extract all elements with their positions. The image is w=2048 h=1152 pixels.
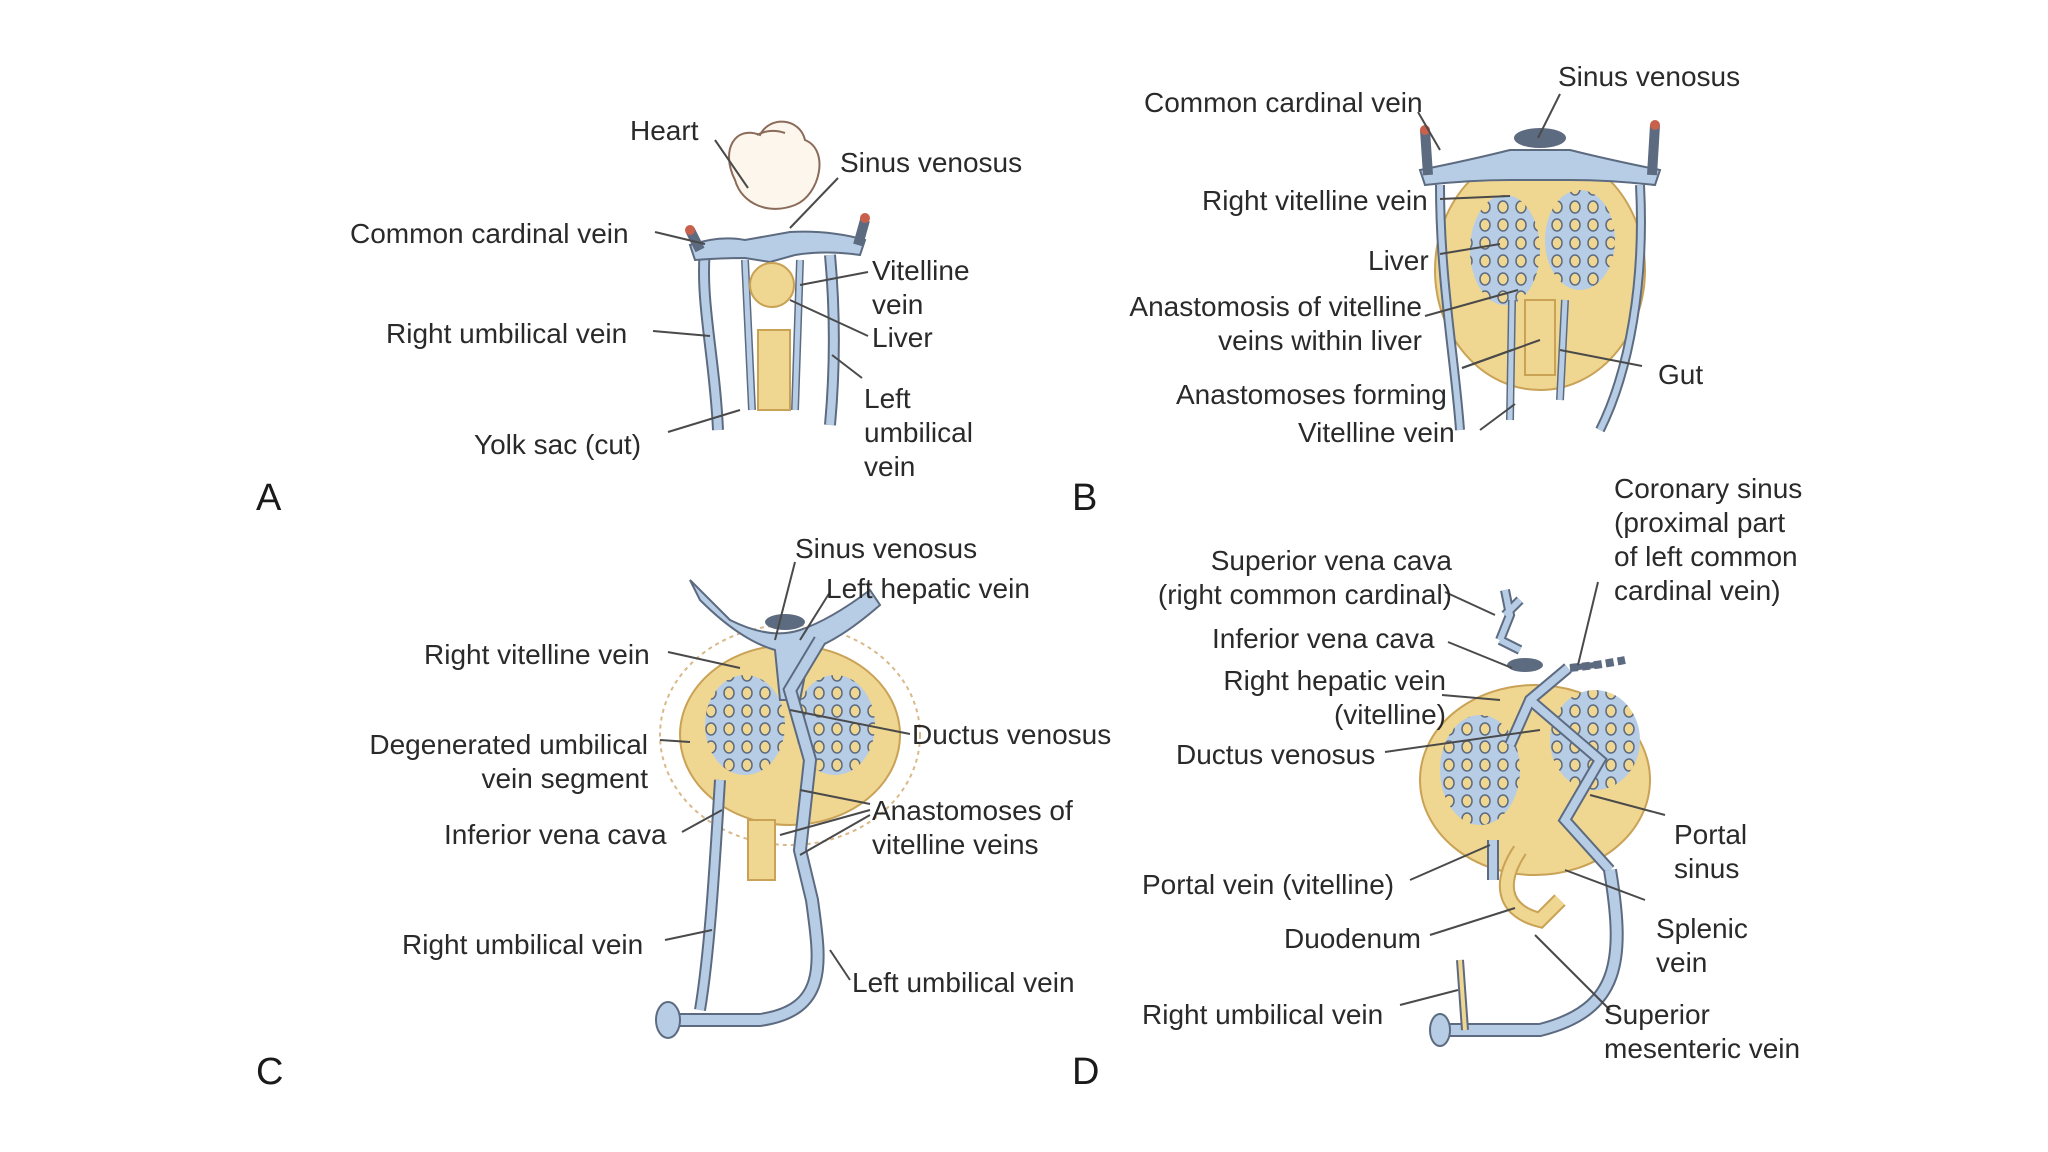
label-a-vitelline-vein: Vitelline vein [872,255,970,320]
label-b-vitelline-vein: Vitelline vein [1298,417,1455,448]
label-d-superior-vena-cava: Superior vena cava (right common cardina… [1157,545,1452,610]
label-c-degenerated-segment: Degenerated umbilical vein segment [369,729,648,794]
label-d-duodenum: Duodenum [1284,923,1421,954]
label-d-superior-mesenteric-vein: Superior mesenteric vein [1604,999,1801,1064]
label-c-right-vitelline-vein: Right vitelline vein [424,639,650,670]
label-a-heart: Heart [630,115,699,146]
label-d-ductus-venosus: Ductus venosus [1176,739,1376,770]
panel-letter-b: B [1072,477,1098,519]
label-d-splenic-vein: Splenic vein [1656,913,1748,978]
label-c-inferior-vena-cava: Inferior vena cava [444,819,667,850]
label-a-common-cardinal-vein: Common cardinal vein [350,218,629,249]
label-b-gut: Gut [1658,359,1704,390]
label-c-left-hepatic-vein: Left hepatic vein [826,573,1030,604]
label-c-sinus-venosus: Sinus venosus [795,533,978,564]
label-a-yolk-sac: Yolk sac (cut) [474,429,642,460]
panel-letter-a: A [256,477,282,519]
panel-letter-d: D [1072,1051,1100,1093]
panel-d-art [1419,589,1651,1047]
leader-lines [652,93,1666,1011]
label-b-common-cardinal-vein: Common cardinal vein [1144,87,1423,118]
label-b-anastomosis: Anastomosis of vitelline veins within li… [1129,291,1422,356]
label-b-right-vitelline-vein: Right vitelline vein [1202,185,1428,216]
panel-c-art [655,579,921,1039]
label-a-sinus-venosus: Sinus venosus [840,147,1023,178]
panel-letter-c: C [256,1051,284,1093]
label-c-anastomoses: Anastomoses of vitelline veins [872,795,1073,860]
panel-b-art [1418,120,1662,433]
label-d-right-umbilical-vein: Right umbilical vein [1142,999,1384,1030]
label-b-liver: Liver [1368,245,1429,276]
label-d-coronary-sinus: Coronary sinus (proximal part of left co… [1614,473,1803,606]
label-b-anastomoses-forming: Anastomoses forming [1176,379,1447,410]
label-d-portal-sinus: Portal sinus [1674,819,1748,884]
label-d-inferior-vena-cava: Inferior vena cava [1212,623,1435,654]
panel-a-art [685,120,870,431]
label-d-right-hepatic-vein: Right hepatic vein (vitelline) [1223,665,1446,730]
label-a-right-umbilical-vein: Right umbilical vein [386,318,628,349]
label-a-liver: Liver [872,322,933,353]
label-a-left-umbilical-vein: Left umbilical vein [864,383,973,482]
label-c-left-umbilical-vein: Left umbilical vein [852,967,1075,998]
label-d-portal-vein: Portal vein (vitelline) [1142,869,1395,900]
label-c-ductus-venosus: Ductus venosus [912,719,1112,750]
label-c-right-umbilical-vein: Right umbilical vein [402,929,644,960]
label-b-sinus-venosus: Sinus venosus [1558,61,1741,92]
